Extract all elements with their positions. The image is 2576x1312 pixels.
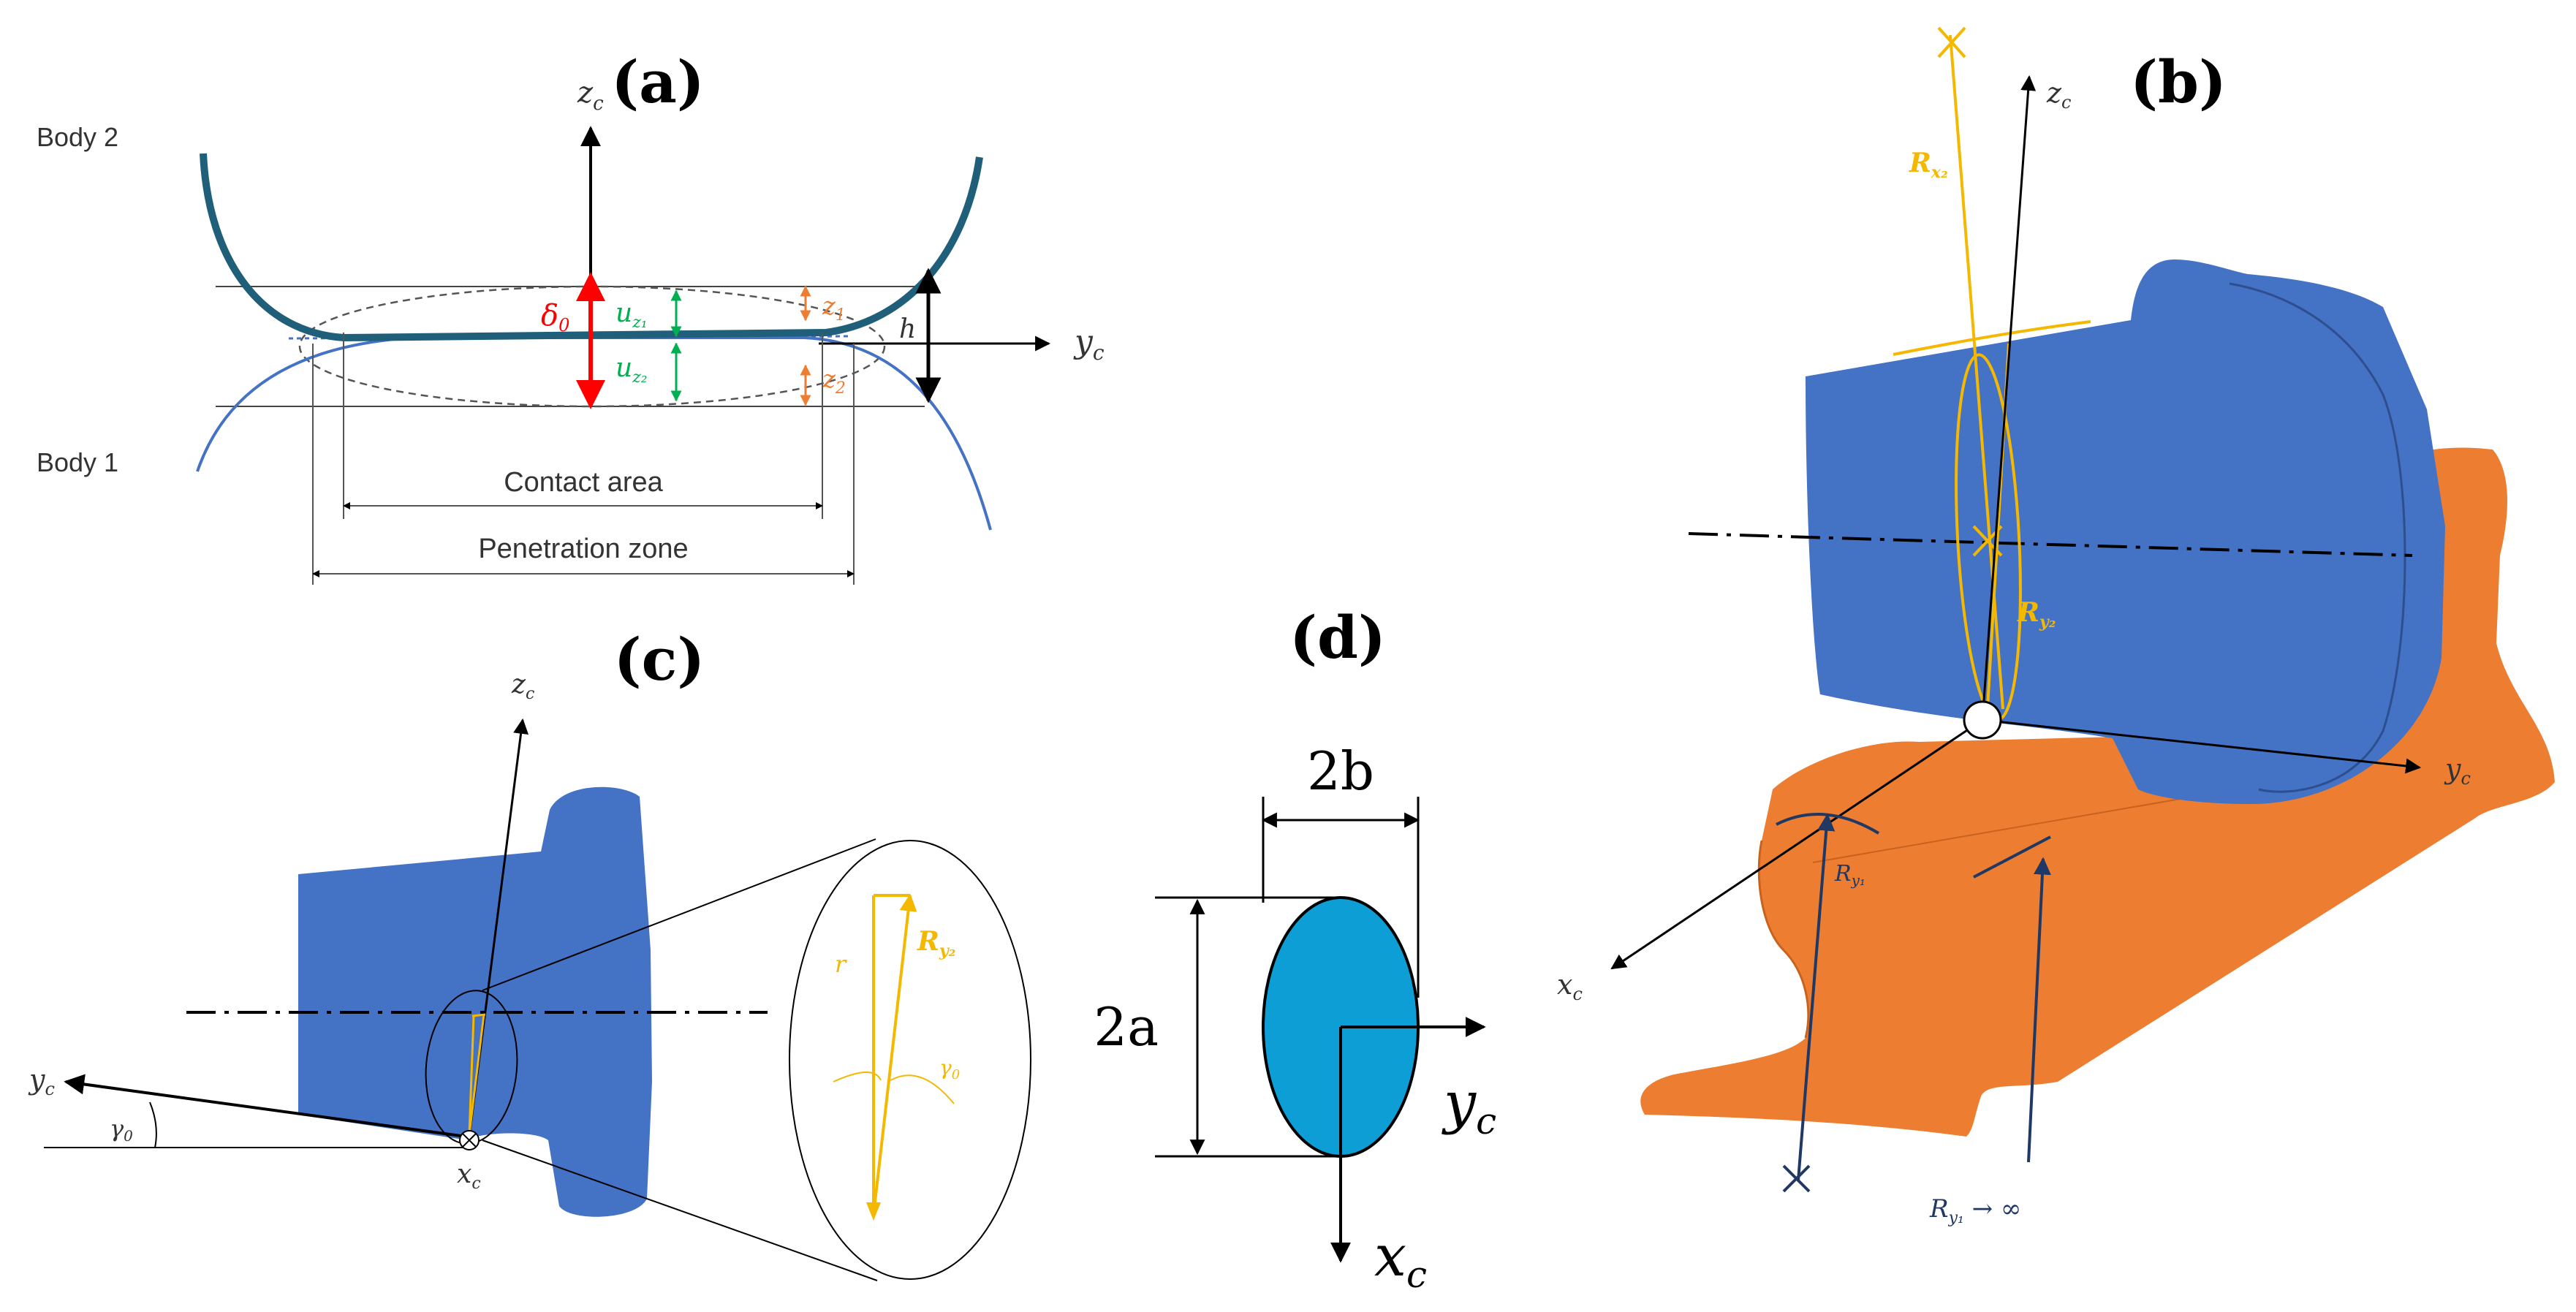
b-Ry1-line — [1797, 813, 1836, 1181]
b-y-axis-label: yc — [2444, 753, 2471, 789]
body2-label: Body 2 — [37, 122, 118, 152]
b-Ry1-cross-b — [1782, 1164, 1811, 1193]
b-x-axis — [1610, 718, 1983, 970]
b-wheel — [1806, 259, 2445, 804]
c-Ry2-label: Ry₂ — [917, 926, 955, 960]
panel-b: (b) Rx₂ Ry₂ zc yc xc — [1557, 26, 2555, 1227]
b-contact-point — [1963, 700, 2002, 740]
b-rail-flat-line — [1973, 835, 2051, 879]
a-y-axis-label: yc — [1073, 323, 1105, 365]
panel-c: (c) yc γ0 zc xc — [28, 625, 1031, 1281]
b-rail-edge — [1757, 840, 1810, 1039]
c-yellow-r-line — [468, 1014, 485, 1135]
c-gamma-zoom-label: γ0 — [939, 1055, 960, 1082]
b-x-axis-label: xc — [1557, 968, 1583, 1004]
a-z-axis-label: zc — [577, 76, 604, 115]
b-rail — [1640, 447, 2555, 1137]
panel-a-label: (a) — [611, 48, 705, 116]
c-z-axis-label: zc — [511, 670, 534, 703]
z1-label: z1 — [822, 292, 846, 325]
b-Ry1-inf-label: Ry₁ → ∞ — [1929, 1194, 2021, 1227]
d-x-axis-label: xc — [1374, 1224, 1427, 1296]
c-r-label: r — [835, 950, 847, 978]
penetration-zone-label: Penetration zone — [478, 534, 688, 564]
c-zoom-circle — [789, 840, 1031, 1280]
d-2a-label: 2a — [1094, 996, 1159, 1058]
b-wheel-rim — [2229, 282, 2406, 793]
panel-b-label: (b) — [2130, 48, 2227, 116]
panel-d-label: (d) — [1289, 603, 1386, 672]
b-Ry1-inf-line — [2027, 857, 2051, 1163]
b-rail-crease — [1812, 796, 2194, 863]
body2-profile — [200, 153, 983, 342]
u-z2-label: uz₂ — [615, 353, 648, 387]
body1-profile — [196, 334, 992, 531]
contact-area-label: Contact area — [504, 467, 663, 498]
c-zoom-arc-right — [890, 1074, 955, 1104]
d-2b-label: 2b — [1307, 740, 1374, 802]
c-x-axis-label: xc — [457, 1159, 481, 1193]
body1-label: Body 1 — [37, 447, 118, 477]
c-y-axis — [64, 1074, 472, 1139]
c-yellow-top — [471, 1013, 486, 1017]
panel-a: (a) Body 2 Body 1 zc yc δ0 uz₁ uz₂ — [37, 48, 1105, 585]
c-zoom-line-bottom — [482, 1140, 878, 1281]
u-z1-label: uz₁ — [615, 298, 648, 332]
delta-label: δ0 — [541, 299, 569, 335]
d-y-axis-label: yc — [1442, 1070, 1496, 1142]
panel-c-label: (c) — [614, 625, 705, 694]
b-Ry2-label: Ry₂ — [2017, 597, 2056, 632]
c-y-axis-label: yc — [28, 1063, 55, 1099]
b-tangent-curve — [1893, 320, 2091, 356]
c-zoom-arc-left — [833, 1072, 882, 1082]
delta-arrow — [576, 272, 605, 409]
b-centerline — [1688, 532, 2413, 557]
b-Rx2-cross-b — [1937, 26, 1966, 58]
b-z-axis — [1981, 75, 2037, 721]
c-zoom-R-line — [872, 893, 917, 1216]
c-gamma-label: γ0 — [110, 1115, 133, 1145]
b-y-axis — [1982, 718, 2422, 774]
panel-d: (d) 2b 2a yc xc — [1094, 603, 1496, 1296]
b-z-axis-label: zc — [2046, 77, 2071, 113]
c-zoom-bottom-arrow — [866, 1202, 881, 1221]
z2-label: z2 — [822, 365, 846, 398]
c-zoom-line-top — [482, 838, 876, 991]
h-label: h — [899, 314, 916, 344]
b-Ry1-label: Ry₁ — [1834, 861, 1865, 889]
b-Rx2-label: Rx₂ — [1909, 148, 1948, 182]
c-wheel — [298, 786, 652, 1217]
c-gamma-arc — [149, 1101, 157, 1148]
c-yellow-R-line — [468, 1015, 475, 1135]
